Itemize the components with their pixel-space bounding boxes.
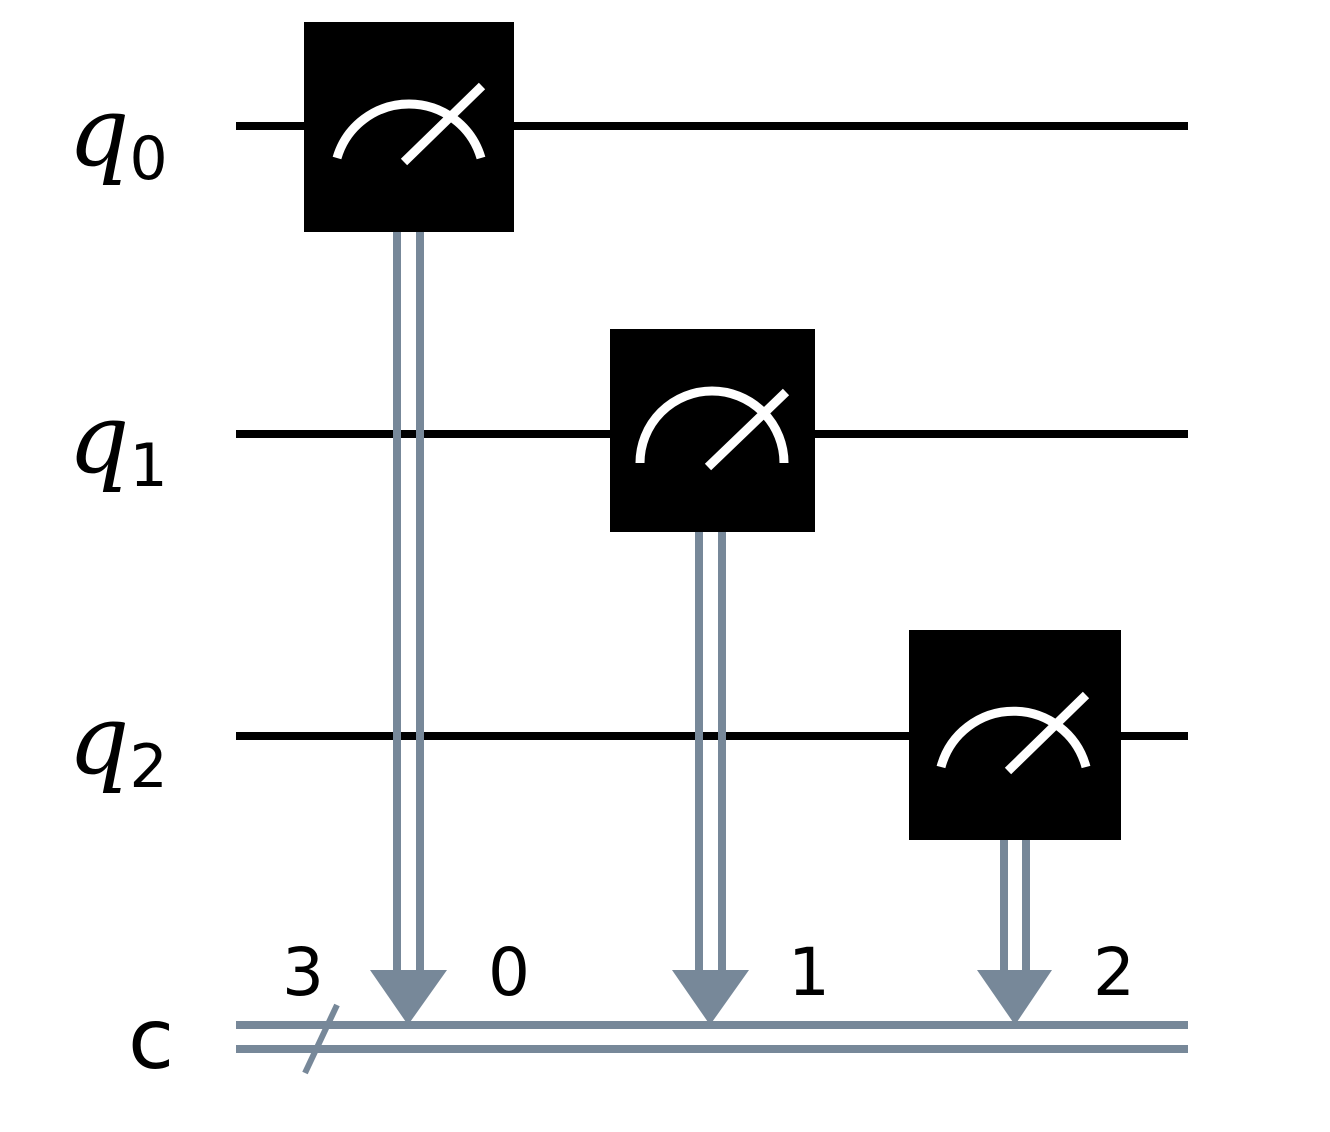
clbit-label-2: 2 bbox=[1093, 934, 1135, 1011]
register-size-slash bbox=[302, 1003, 340, 1075]
measure-connector-1 bbox=[672, 532, 749, 1025]
classical-register-label: c bbox=[128, 990, 174, 1088]
clbit-label-0: 0 bbox=[488, 934, 530, 1011]
qubit-label-q1: q1 bbox=[68, 383, 168, 501]
measure-connector-0 bbox=[370, 230, 447, 1025]
qubit-label-q0: q0 bbox=[68, 76, 168, 194]
measure-connector-2 bbox=[977, 838, 1052, 1025]
measure-gate-q0 bbox=[304, 22, 514, 1025]
clbit-label-1: 1 bbox=[788, 934, 830, 1011]
meter-icon bbox=[936, 691, 1091, 775]
meter-icon bbox=[332, 82, 486, 166]
meter-icon bbox=[635, 386, 790, 471]
classical-wire bbox=[236, 1021, 1188, 1053]
measure-gate-q1 bbox=[610, 329, 815, 1025]
measure-gate-q2 bbox=[909, 630, 1121, 1025]
register-size-label: 3 bbox=[282, 934, 324, 1011]
qubit-label-q2: q2 bbox=[68, 684, 168, 802]
